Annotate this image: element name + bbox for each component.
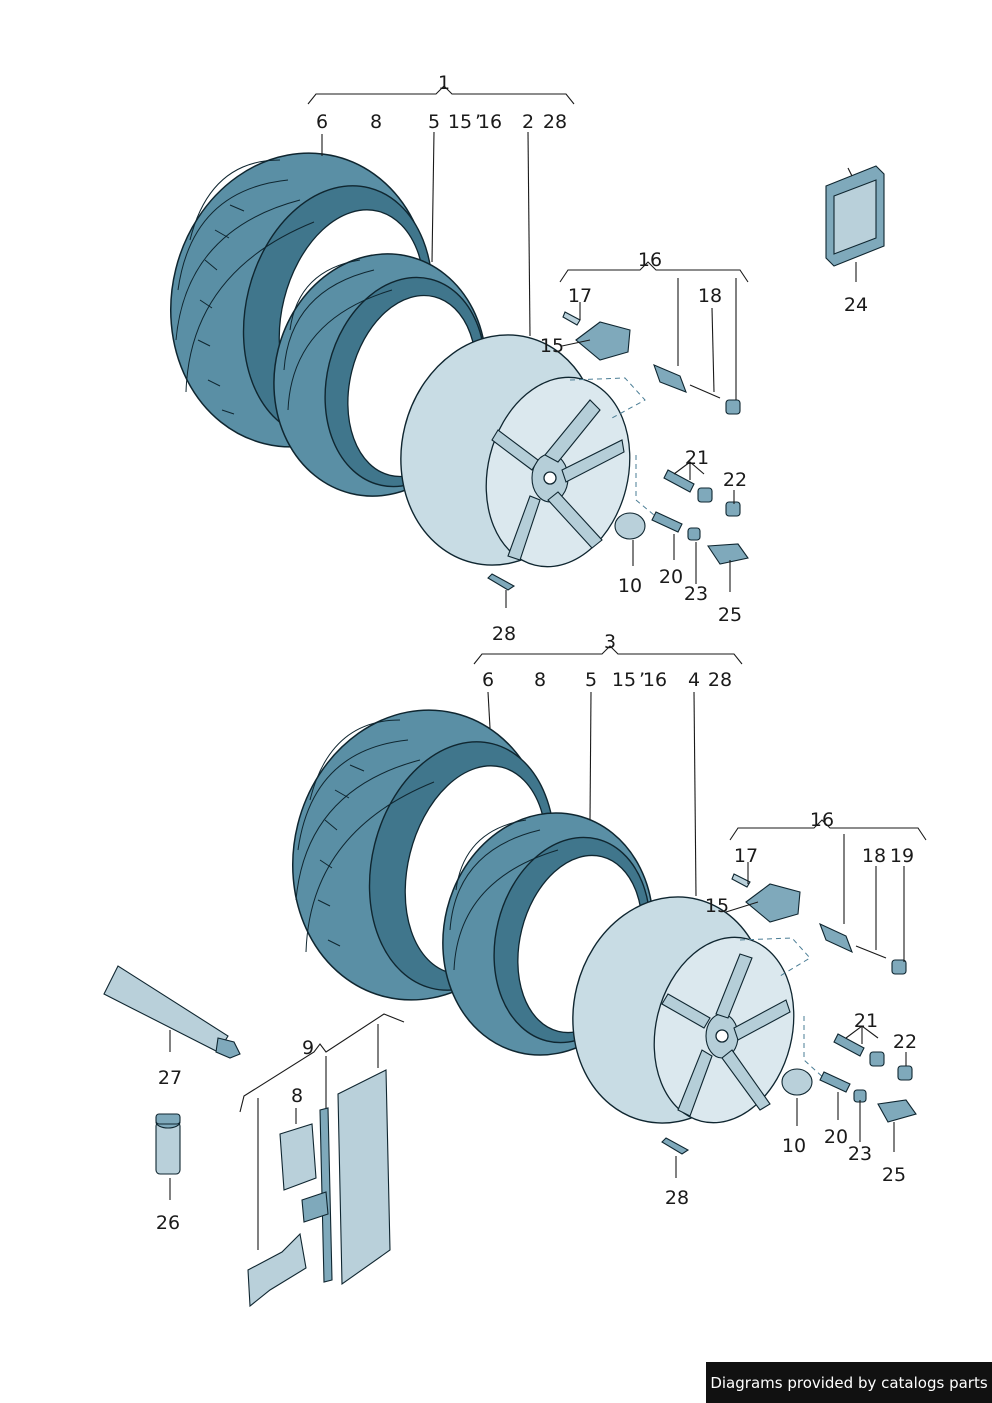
callout-apostrophe: ’ bbox=[639, 669, 645, 691]
callout-18: 18 bbox=[862, 845, 886, 867]
callout-22: 22 bbox=[723, 469, 747, 491]
callout-9: 9 bbox=[302, 1037, 314, 1059]
parts-package bbox=[825, 165, 885, 267]
callout-15: 15 bbox=[612, 669, 636, 691]
callout-23: 23 bbox=[684, 583, 708, 605]
callout-17: 17 bbox=[734, 845, 758, 867]
callout-27: 27 bbox=[158, 1067, 182, 1089]
tpms-sensor-top bbox=[562, 311, 741, 415]
callout-18: 18 bbox=[698, 285, 722, 307]
callout-23: 23 bbox=[848, 1143, 872, 1165]
callout-16: 16 bbox=[638, 249, 662, 271]
credit-banner: Diagrams provided by catalogs parts bbox=[706, 1362, 992, 1403]
top-assembly: 1 6 8 5 15 ’ 16 2 28 16 17 18 15 21 22 1… bbox=[169, 72, 885, 645]
callout-20: 20 bbox=[659, 566, 683, 588]
callout-20: 20 bbox=[824, 1126, 848, 1148]
callout-5: 5 bbox=[428, 111, 440, 133]
bolts-bottom bbox=[661, 1033, 917, 1155]
callout-17: 17 bbox=[568, 285, 592, 307]
sticker-set bbox=[247, 1069, 391, 1308]
callout-3: 3 bbox=[604, 631, 616, 653]
callout-21: 21 bbox=[854, 1010, 878, 1032]
spray-can bbox=[155, 1113, 181, 1175]
callout-4: 4 bbox=[688, 669, 700, 691]
callout-28: 28 bbox=[492, 623, 516, 645]
callout-10: 10 bbox=[618, 575, 642, 597]
accessories: 27 26 9 8 bbox=[103, 965, 405, 1308]
callout-25: 25 bbox=[882, 1164, 906, 1186]
callout-16: 16 bbox=[643, 669, 667, 691]
callout-21: 21 bbox=[685, 447, 709, 469]
callout-10: 10 bbox=[782, 1135, 806, 1157]
callout-8: 8 bbox=[534, 669, 546, 691]
callout-1: 1 bbox=[438, 72, 450, 94]
callout-8: 8 bbox=[291, 1085, 303, 1107]
rim-bottom bbox=[572, 896, 795, 1124]
callout-6: 6 bbox=[316, 111, 328, 133]
callout-28: 28 bbox=[665, 1187, 689, 1209]
callout-26: 26 bbox=[156, 1212, 180, 1234]
callout-5: 5 bbox=[585, 669, 597, 691]
bottom-assembly: 3 6 8 5 15 ’ 16 4 28 16 17 18 19 15 21 2… bbox=[291, 631, 927, 1209]
callout-15: 15 bbox=[540, 335, 564, 357]
callout-19: 19 bbox=[890, 845, 914, 867]
rim-top bbox=[400, 334, 631, 568]
bolts-top bbox=[487, 469, 749, 591]
callout-24: 24 bbox=[844, 294, 868, 316]
paste-tube bbox=[103, 965, 241, 1059]
callout-16: 16 bbox=[478, 111, 502, 133]
callout-apostrophe: ’ bbox=[475, 111, 481, 133]
callout-28: 28 bbox=[708, 669, 732, 691]
callout-15: 15 bbox=[705, 895, 729, 917]
callout-16: 16 bbox=[810, 809, 834, 831]
callout-15: 15 bbox=[448, 111, 472, 133]
tpms-sensor-bottom bbox=[731, 873, 907, 975]
callout-2: 2 bbox=[522, 111, 534, 133]
callout-28: 28 bbox=[543, 111, 567, 133]
callout-8: 8 bbox=[370, 111, 382, 133]
callout-6: 6 bbox=[482, 669, 494, 691]
callout-25: 25 bbox=[718, 604, 742, 626]
callout-22: 22 bbox=[893, 1031, 917, 1053]
